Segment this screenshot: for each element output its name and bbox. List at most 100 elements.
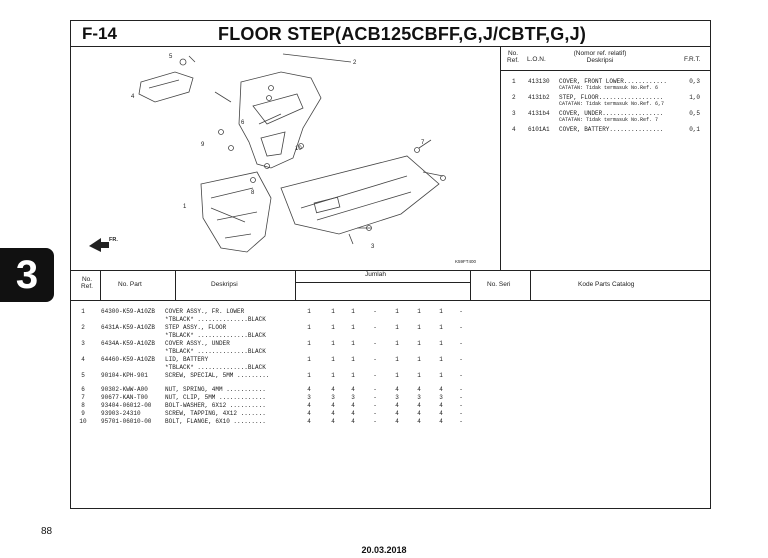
- quantity-cell: -: [373, 324, 377, 331]
- quantity-cell: 4: [395, 386, 399, 393]
- quantity-cell: -: [459, 340, 463, 347]
- quantity-cell: 1: [395, 308, 399, 315]
- part-number: 6431A-K59-A10ZB: [101, 324, 156, 331]
- quantity-cell: 1: [395, 356, 399, 363]
- quantity-cell: 1: [395, 340, 399, 347]
- callout-7: 7: [421, 140, 425, 146]
- part-number: 90302-KWW-A00: [101, 386, 148, 393]
- quantity-cell: -: [459, 308, 463, 315]
- quantity-cell: 4: [351, 418, 355, 425]
- ref-number: 5: [81, 372, 85, 379]
- quantity-cell: 1: [395, 324, 399, 331]
- quantity-cell: 4: [351, 410, 355, 417]
- quantity-cell: 4: [331, 410, 335, 417]
- quantity-cell: -: [373, 372, 377, 379]
- part-description: NUT, SPRING, 4MM ...........: [165, 386, 266, 393]
- part-number: 6434A-K59-A10ZB: [101, 340, 156, 347]
- quantity-cell: -: [459, 324, 463, 331]
- quantity-cell: 4: [417, 386, 421, 393]
- col-divider: [100, 270, 101, 300]
- front-lower-cover-outline: [200, 171, 272, 253]
- page-number: 88: [41, 526, 53, 537]
- quantity-cell: -: [373, 386, 377, 393]
- quantity-cell: -: [459, 386, 463, 393]
- quantity-cell: 3: [307, 394, 311, 401]
- quantity-cell: 3: [439, 394, 443, 401]
- quantity-cell: 4: [417, 402, 421, 409]
- quantity-cell: 1: [417, 372, 421, 379]
- col-divider: [295, 270, 296, 300]
- part-description: SCREW, SPECIAL, 5MM .........: [165, 372, 270, 379]
- part-description: STEP ASSY., FLOOR: [165, 324, 227, 331]
- desc-header: (Nomor ref. relatif) Deskripsi: [573, 50, 627, 64]
- ref-number: 1: [81, 308, 85, 315]
- front-direction-arrow: FR.: [89, 237, 118, 252]
- part-description: COVER ASSY., FR. LOWER: [165, 308, 245, 315]
- quantity-cell: 4: [307, 418, 311, 425]
- quantity-cell: 1: [417, 324, 421, 331]
- quantity-cell: -: [373, 340, 377, 347]
- quantity-cell: -: [459, 356, 463, 363]
- ref-header-divider: [500, 70, 711, 71]
- quantity-cell: 1: [439, 308, 443, 315]
- quantity-cell: 4: [395, 418, 399, 425]
- part-number: 93903-24310: [101, 410, 141, 417]
- quantity-cell: -: [373, 356, 377, 363]
- description-header: Deskripsi: [211, 281, 238, 288]
- part-description: COVER ASSY., UNDER: [165, 340, 230, 347]
- col-divider: [470, 270, 471, 300]
- quantity-cell: 3: [395, 394, 399, 401]
- part-description: BOLT-WASHER, 6X12 ..........: [165, 402, 266, 409]
- page-title: FLOOR STEP(ACB125CBFF,G,J/CBTF,G,J): [218, 24, 587, 44]
- color-spec: *TBLACK* ..............BLACK: [165, 332, 266, 339]
- quantity-cell: 1: [331, 308, 335, 315]
- quantity-cell: 4: [307, 410, 311, 417]
- quantity-cell: 4: [331, 386, 335, 393]
- ref-no-header: No. Ref.: [507, 50, 519, 64]
- part-number: 93404-06012-00: [101, 402, 152, 409]
- quantity-cell: 4: [439, 402, 443, 409]
- diagram-code: K59FT400: [455, 259, 477, 264]
- quantity-cell: 4: [331, 418, 335, 425]
- quantity-cell: 1: [307, 372, 311, 379]
- quantity-cell: -: [373, 402, 377, 409]
- callout-10: 10: [295, 146, 302, 152]
- ref-number: 2: [81, 324, 85, 331]
- callout-3: 3: [371, 244, 375, 250]
- diagram-divider: [500, 46, 501, 270]
- quantity-header: Jumlah: [365, 271, 386, 278]
- floor-step-outline: [238, 71, 322, 169]
- quantity-cell: 1: [331, 340, 335, 347]
- quantity-cell: 4: [395, 402, 399, 409]
- quantity-cell: 1: [351, 372, 355, 379]
- ref-number: 6: [81, 386, 85, 393]
- part-number: 64460-K59-A10ZB: [101, 356, 156, 363]
- ref-number: 7: [81, 394, 85, 401]
- quantity-cell: 4: [439, 386, 443, 393]
- quantity-cell: 3: [331, 394, 335, 401]
- quantity-cell: 4: [439, 410, 443, 417]
- quantity-cell: 1: [307, 340, 311, 347]
- part-number-header: No. Part: [118, 281, 142, 288]
- quantity-cell: 4: [351, 402, 355, 409]
- footer-date: 20.03.2018: [361, 545, 407, 555]
- serial-header: No. Seri: [487, 281, 511, 288]
- quantity-cell: 4: [351, 386, 355, 393]
- parts-no-ref-header: No. Ref.: [81, 276, 93, 290]
- quantity-cell: -: [459, 410, 463, 417]
- part-description: BOLT, FLANGE, 6X10 .........: [165, 418, 266, 425]
- callout-6: 6: [241, 120, 245, 126]
- quantity-cell: 1: [307, 356, 311, 363]
- ref-number: 8: [81, 402, 85, 409]
- quantity-cell: 1: [351, 308, 355, 315]
- arrow-label: FR.: [109, 237, 118, 243]
- callout-1: 1: [183, 204, 187, 210]
- quantity-cell: 1: [307, 308, 311, 315]
- quantity-cell: 1: [331, 356, 335, 363]
- battery-lid-outline: [138, 71, 194, 103]
- quantity-cell: 4: [307, 386, 311, 393]
- quantity-cell: 1: [307, 324, 311, 331]
- jumlah-divider: [295, 282, 470, 283]
- quantity-cell: 1: [439, 356, 443, 363]
